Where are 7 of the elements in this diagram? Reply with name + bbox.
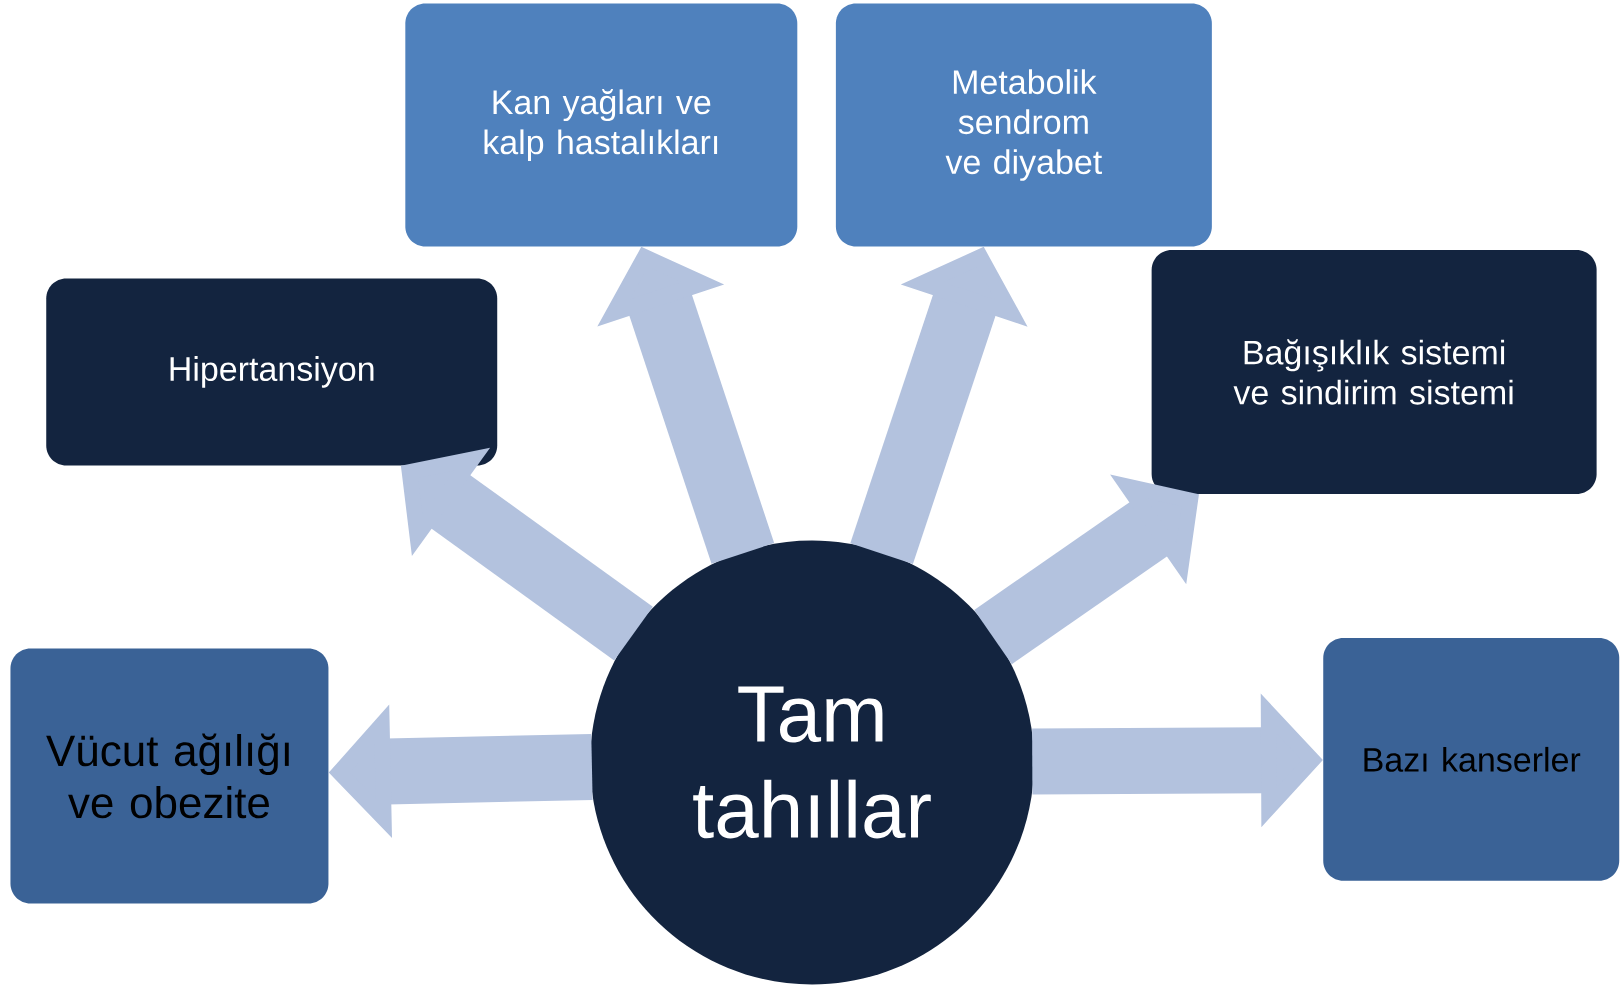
topic-box: Kan yağları ve kalp hastalıkları — [405, 3, 798, 247]
topic-box: Bazı kanserler — [1323, 638, 1620, 882]
block-arrow — [974, 474, 1199, 665]
topic-box: Metabolik sendrom ve diyabet — [835, 3, 1212, 247]
topic-box: Vücut ağılığı ve obezite — [10, 648, 329, 904]
topic-box: Bağışıklık sistemi ve sindirim sistemi — [1151, 250, 1597, 495]
topic-box: Hipertansiyon — [46, 278, 498, 466]
